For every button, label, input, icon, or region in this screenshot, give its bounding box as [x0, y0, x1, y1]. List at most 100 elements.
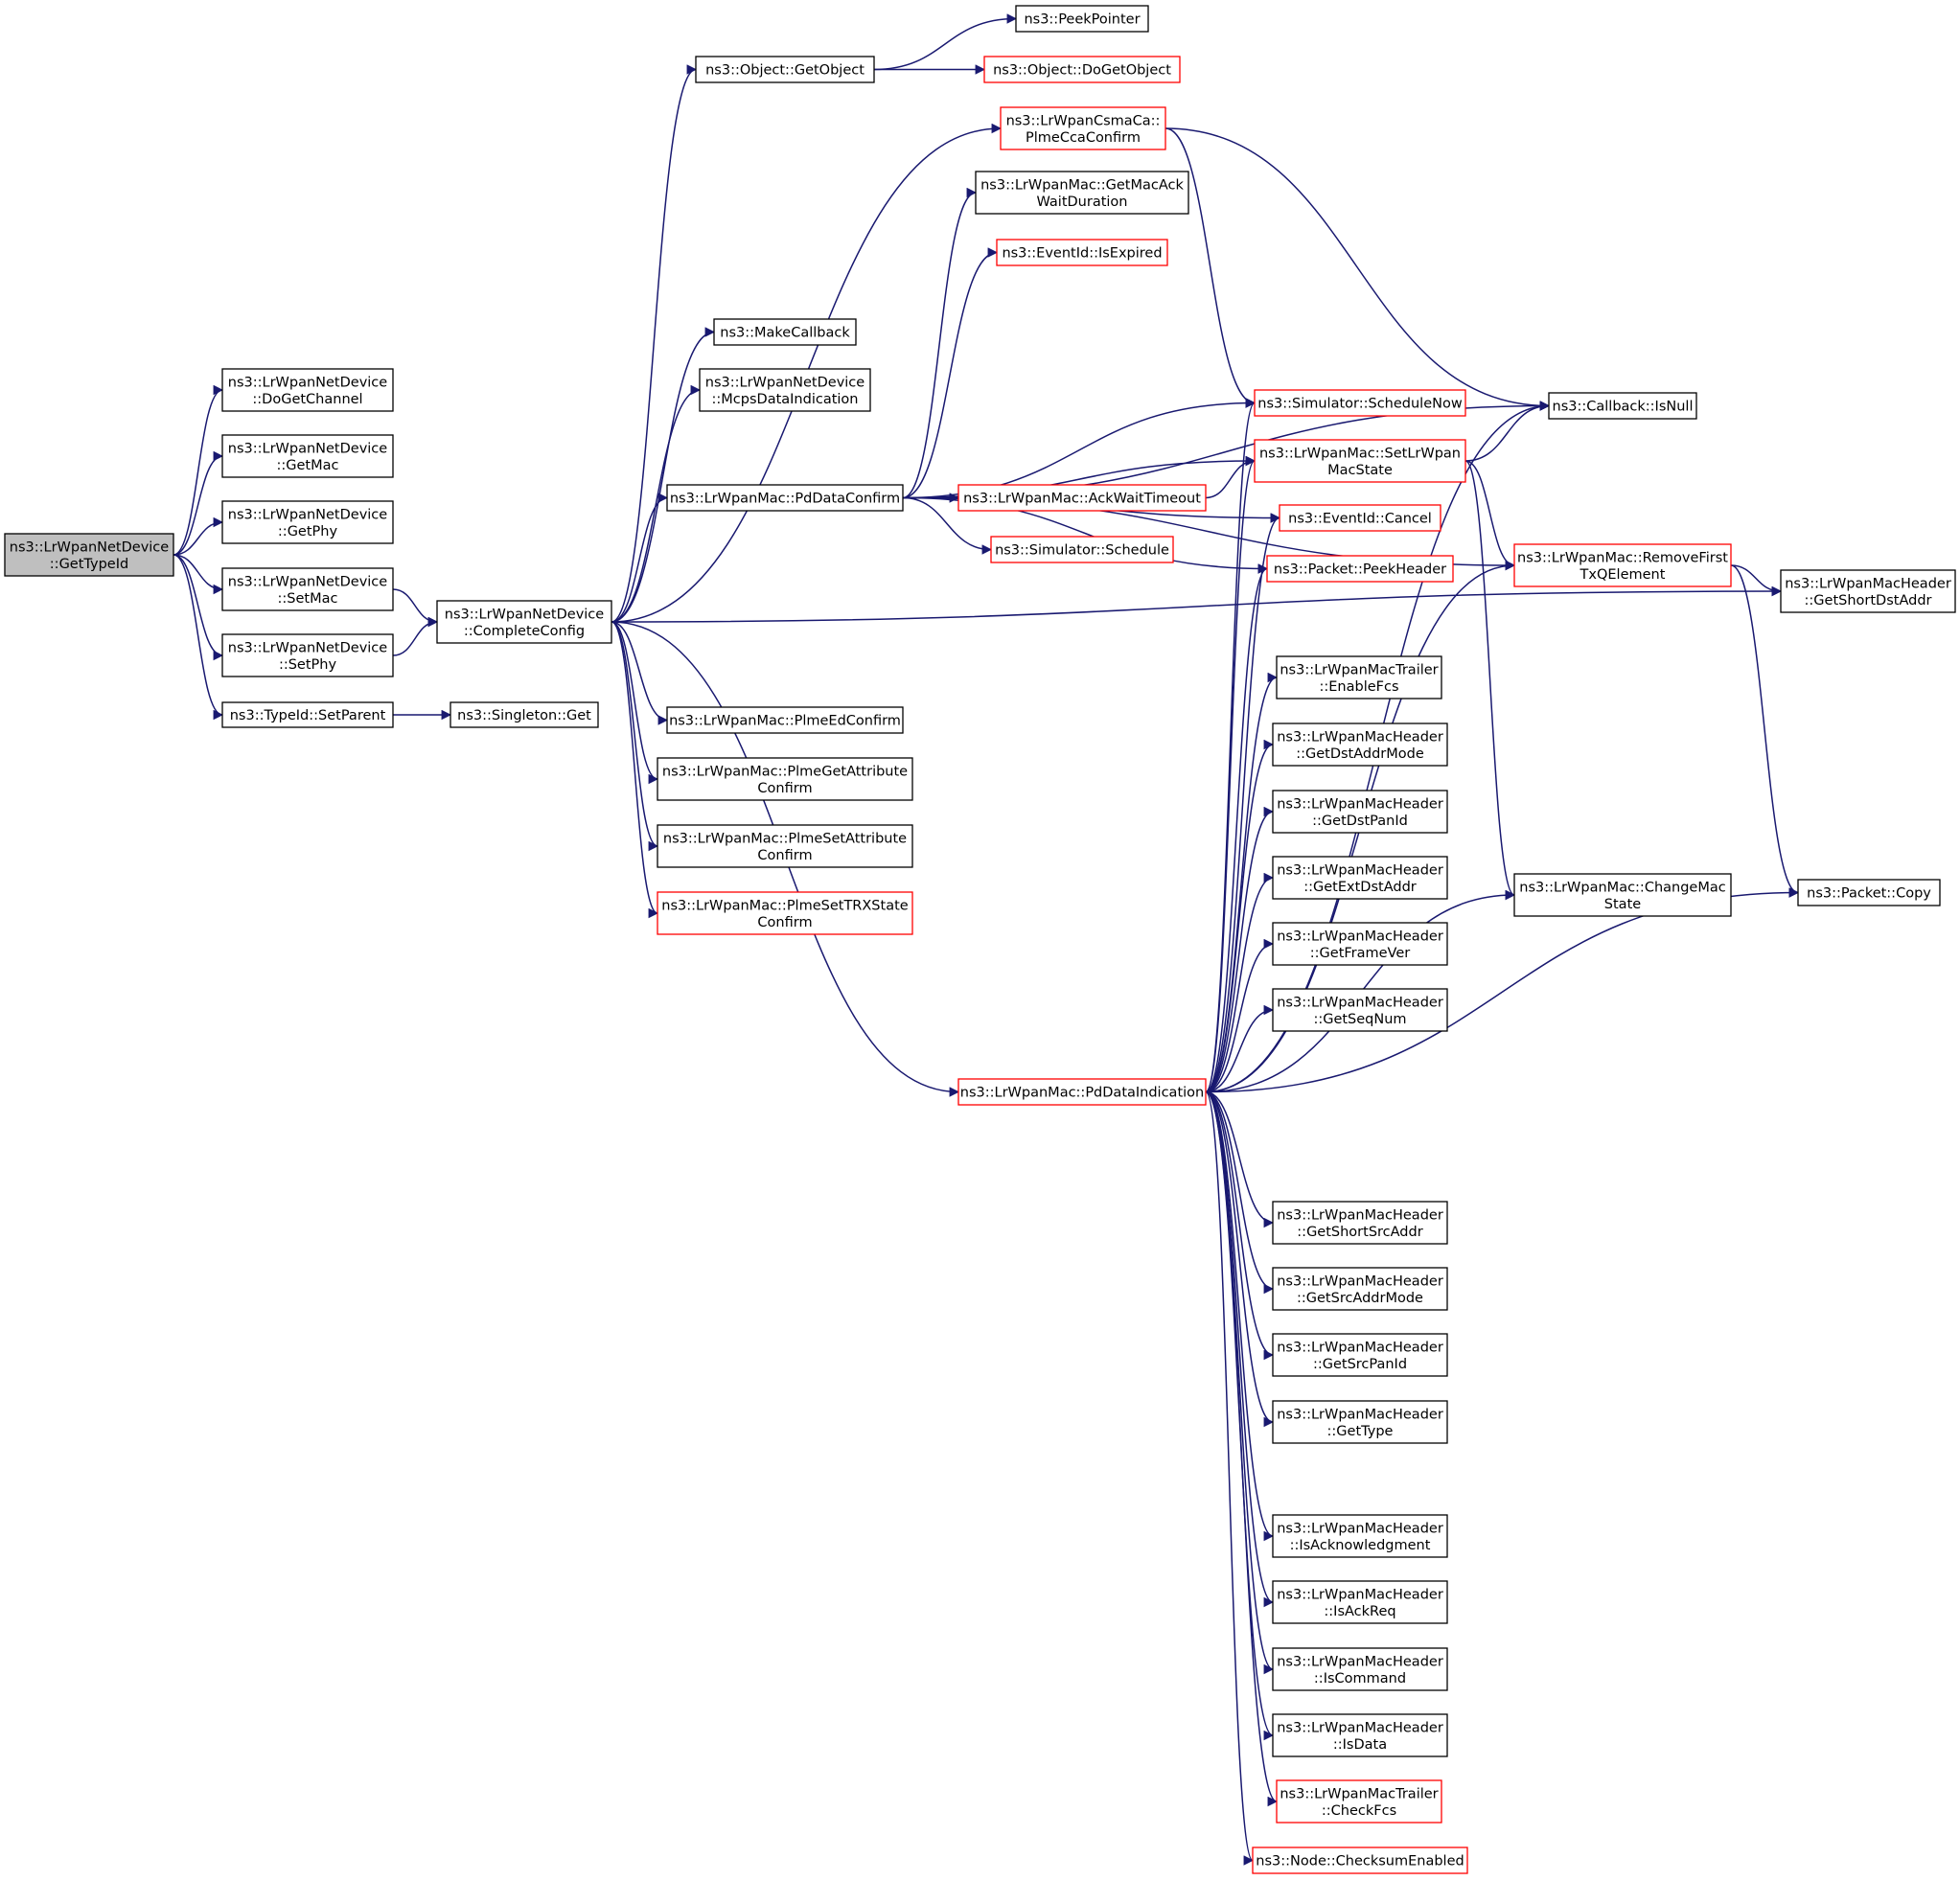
node-box — [657, 757, 913, 801]
node-box — [1254, 389, 1466, 417]
node-schedule-now[interactable]: ns3::Simulator::ScheduleNow — [1254, 389, 1466, 417]
edge-pd-data-indication-to-schedule-now — [1205, 398, 1257, 1093]
node-get-object[interactable]: ns3::Object::GetObject — [695, 56, 875, 83]
node-set-parent[interactable]: ns3::TypeId::SetParent — [221, 701, 394, 728]
node-label: ::GetShortDstAddr — [1805, 593, 1932, 608]
edge-pd-data-confirm-to-sim-schedule — [902, 496, 993, 555]
node-enable-fcs[interactable]: ns3::LrWpanMacTrailer::EnableFcs — [1276, 655, 1442, 700]
node-label: ns3::EventId::Cancel — [1288, 512, 1432, 527]
node-mcps-data-indication[interactable]: ns3::LrWpanNetDevice::McpsDataIndication — [699, 368, 871, 412]
node-get-ext-dst-addr[interactable]: ns3::LrWpanMacHeader::GetExtDstAddr — [1272, 856, 1448, 900]
node-get-src-addr-mode[interactable]: ns3::LrWpanMacHeader::GetSrcAddrMode — [1272, 1267, 1448, 1311]
node-label: ::EnableFcs — [1319, 679, 1398, 695]
node-label: ns3::LrWpanMacHeader — [1277, 729, 1443, 745]
node-plme-ed-confirm[interactable]: ns3::LrWpanMac::PlmeEdConfirm — [666, 706, 904, 734]
node-label: ns3::LrWpanMacHeader — [1277, 1654, 1443, 1669]
edge-get-object-to-peek-pointer — [873, 13, 1018, 71]
node-label: ::DoGetChannel — [252, 392, 362, 407]
node-get-phy[interactable]: ns3::LrWpanNetDevice::GetPhy — [221, 500, 394, 544]
node-is-expired[interactable]: ns3::EventId::IsExpired — [996, 239, 1168, 266]
node-set-phy[interactable]: ns3::LrWpanNetDevice::SetPhy — [221, 633, 394, 677]
node-label: ns3::LrWpanMac::GetMacAck — [980, 177, 1184, 193]
node-label: Confirm — [757, 915, 812, 930]
node-box — [1272, 1580, 1448, 1624]
node-label: ns3::PeekPointer — [1024, 12, 1140, 28]
node-label: ns3::EventId::IsExpired — [1002, 246, 1162, 262]
node-label: ns3::LrWpanMacHeader — [1277, 796, 1443, 812]
node-box — [1272, 790, 1448, 834]
node-label: ns3::Packet::PeekHeader — [1274, 562, 1446, 578]
node-box — [1780, 569, 1956, 613]
node-do-get-channel[interactable]: ns3::LrWpanNetDevice::DoGetChannel — [221, 368, 394, 412]
node-box — [1266, 555, 1454, 583]
node-checksum-enabled[interactable]: ns3::Node::ChecksumEnabled — [1252, 1847, 1468, 1874]
node-box — [1272, 856, 1448, 900]
node-box — [1272, 1400, 1448, 1444]
node-singleton-get[interactable]: ns3::Singleton::Get — [450, 701, 599, 728]
node-peek-pointer[interactable]: ns3::PeekPointer — [1015, 5, 1149, 33]
node-label: ns3::LrWpanMacTrailer — [1280, 662, 1438, 677]
node-callback-is-null[interactable]: ns3::Callback::IsNull — [1548, 392, 1697, 420]
node-peek-header[interactable]: ns3::Packet::PeekHeader — [1266, 555, 1454, 583]
edge-root-to-do-get-channel — [173, 384, 224, 556]
node-is-command[interactable]: ns3::LrWpanMacHeader::IsCommand — [1272, 1647, 1448, 1691]
node-label: ns3::Object::DoGetObject — [993, 63, 1171, 79]
node-pd-data-indication[interactable]: ns3::LrWpanMac::PdDataIndication — [957, 1078, 1207, 1106]
node-sim-schedule[interactable]: ns3::Simulator::Schedule — [990, 536, 1174, 563]
node-box — [1272, 1647, 1448, 1691]
node-get-seq-num[interactable]: ns3::LrWpanMacHeader::GetSeqNum — [1272, 988, 1448, 1032]
node-is-ack-req[interactable]: ns3::LrWpanMacHeader::IsAckReq — [1272, 1580, 1448, 1624]
node-do-get-object[interactable]: ns3::Object::DoGetObject — [983, 56, 1181, 83]
edge-root-to-set-mac — [173, 554, 224, 595]
node-is-data[interactable]: ns3::LrWpanMacHeader::IsData — [1272, 1713, 1448, 1757]
node-get-short-src-addr[interactable]: ns3::LrWpanMacHeader::GetShortSrcAddr — [1272, 1201, 1448, 1245]
edge-pd-data-indication-to-get-short-src-addr — [1205, 1090, 1275, 1228]
node-label: ns3::LrWpanNetDevice — [228, 375, 388, 390]
node-get-src-pan-id[interactable]: ns3::LrWpanMacHeader::GetSrcPanId — [1272, 1333, 1448, 1377]
node-label: MacState — [1327, 463, 1393, 478]
node-box — [666, 484, 904, 512]
node-packet-copy[interactable]: ns3::Packet::Copy — [1797, 879, 1941, 906]
node-get-short-dst-addr[interactable]: ns3::LrWpanMacHeader::GetShortDstAddr — [1780, 569, 1956, 613]
node-label: ns3::LrWpanMacHeader — [1277, 995, 1443, 1010]
node-label: ::GetSrcAddrMode — [1297, 1291, 1423, 1306]
node-get-dst-pan-id[interactable]: ns3::LrWpanMacHeader::GetDstPanId — [1272, 790, 1448, 834]
node-get-type[interactable]: ns3::LrWpanMacHeader::GetType — [1272, 1400, 1448, 1444]
node-event-cancel[interactable]: ns3::EventId::Cancel — [1279, 504, 1441, 532]
node-label: ::GetFrameVer — [1310, 946, 1411, 961]
node-pd-data-confirm[interactable]: ns3::LrWpanMac::PdDataConfirm — [666, 484, 904, 512]
node-get-dst-addr-mode[interactable]: ns3::LrWpanMacHeader::GetDstAddrMode — [1272, 723, 1448, 767]
node-label: ns3::LrWpanNetDevice — [228, 441, 388, 456]
node-box — [983, 56, 1181, 83]
node-set-mac[interactable]: ns3::LrWpanNetDevice::SetMac — [221, 567, 394, 611]
edge-plme-cca-confirm-to-callback-is-null — [1164, 127, 1551, 411]
node-label: ns3::LrWpanNetDevice — [228, 507, 388, 522]
edge-set-phy-to-complete-config — [392, 616, 439, 656]
node-box — [666, 706, 904, 734]
node-make-callback[interactable]: ns3::MakeCallback — [713, 318, 857, 346]
node-get-frame-ver[interactable]: ns3::LrWpanMacHeader::GetFrameVer — [1272, 922, 1448, 966]
node-get-mac[interactable]: ns3::LrWpanNetDevice::GetMac — [221, 434, 394, 478]
node-box — [1513, 543, 1732, 587]
node-label: ns3::LrWpanNetDevice — [445, 607, 605, 622]
node-complete-config[interactable]: ns3::LrWpanNetDevice::CompleteConfig — [436, 600, 612, 644]
node-box — [1276, 655, 1442, 700]
node-box — [221, 368, 394, 412]
node-is-acknowledgment[interactable]: ns3::LrWpanMacHeader::IsAcknowledgment — [1272, 1514, 1448, 1558]
node-check-fcs[interactable]: ns3::LrWpanMacTrailer::CheckFcs — [1276, 1779, 1442, 1824]
edge-pd-data-confirm-to-is-expired — [902, 247, 999, 499]
edge-complete-config-to-make-callback — [611, 327, 716, 623]
node-ack-wait-timeout[interactable]: ns3::LrWpanMac::AckWaitTimeout — [957, 484, 1207, 512]
node-label: ns3::LrWpanNetDevice — [228, 574, 388, 589]
node-plme-cca-confirm[interactable]: ns3::LrWpanCsmaCa::PlmeCcaConfirm — [1000, 106, 1166, 150]
node-label: ns3::LrWpanMacHeader — [1277, 862, 1443, 878]
node-label: ns3::Object::GetObject — [705, 63, 865, 79]
node-box — [990, 536, 1174, 563]
